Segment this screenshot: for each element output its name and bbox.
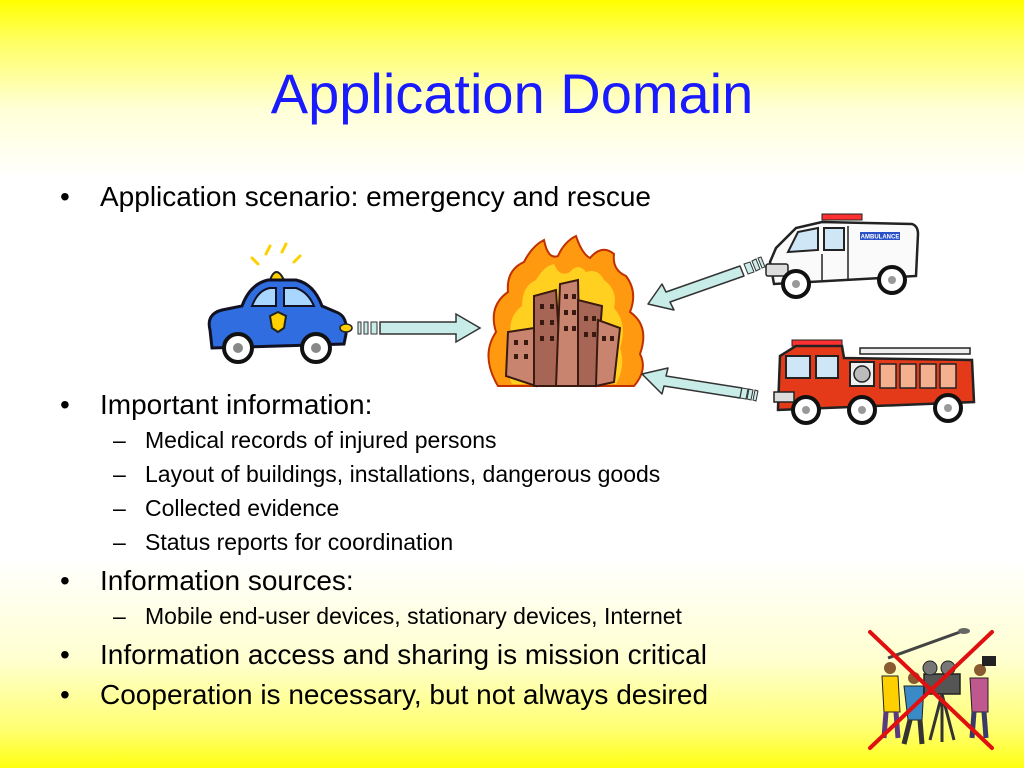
sub-item: –Layout of buildings, installations, dan… [113,460,660,488]
bullet-text: Important information: [100,389,373,420]
arrow-right-icon [357,312,482,344]
slide-title: Application Domain [270,62,754,125]
sub-text: Medical records of injured persons [145,427,497,453]
sub-item: –Status reports for coordination [113,528,453,556]
sub-marker: – [113,495,126,521]
bullet-text: Information sources: [100,565,354,596]
sub-text: Mobile end-user devices, stationary devi… [145,603,682,629]
sub-text: Layout of buildings, installations, dang… [145,461,661,487]
ambulance-label: AMBULANCE [861,235,900,241]
bullet-item: • Application scenario: emergency and res… [60,180,651,214]
sub-item: –Collected evidence [113,494,339,522]
bullet-marker: • [60,181,70,212]
sub-text: Status reports for coordination [145,529,454,555]
ambulance-icon: AMBULANCE [765,213,920,299]
sub-text: Collected evidence [145,495,340,521]
bullet-item: • Important information: [60,388,372,422]
fire-truck-icon [773,339,976,425]
bullet-marker: • [60,639,70,670]
bullet-text: Application scenario: emergency and resc… [100,181,651,212]
bullet-item: • Cooperation is necessary, but not alway… [60,678,708,712]
sub-marker: – [113,603,126,629]
film-crew-crossed-out-icon [868,628,996,750]
bullet-marker: • [60,565,70,596]
arrow-left-icon [641,367,759,402]
sub-item: –Medical records of injured persons [113,426,497,454]
sub-marker: – [113,461,126,487]
burning-building-icon [487,234,645,388]
bullet-marker: • [60,389,70,420]
arrow-left-icon [647,256,766,311]
bullet-text: Cooperation is necessary, but not always… [100,679,709,710]
police-car-icon [207,242,353,364]
bullet-item: • Information access and sharing is missi… [60,638,707,672]
sub-marker: – [113,427,126,453]
bullet-text: Information access and sharing is missio… [100,639,707,670]
sub-item: –Mobile end-user devices, stationary dev… [113,602,682,630]
sub-marker: – [113,529,126,555]
bullet-item: • Information sources: [60,564,354,598]
bullet-marker: • [60,679,70,710]
